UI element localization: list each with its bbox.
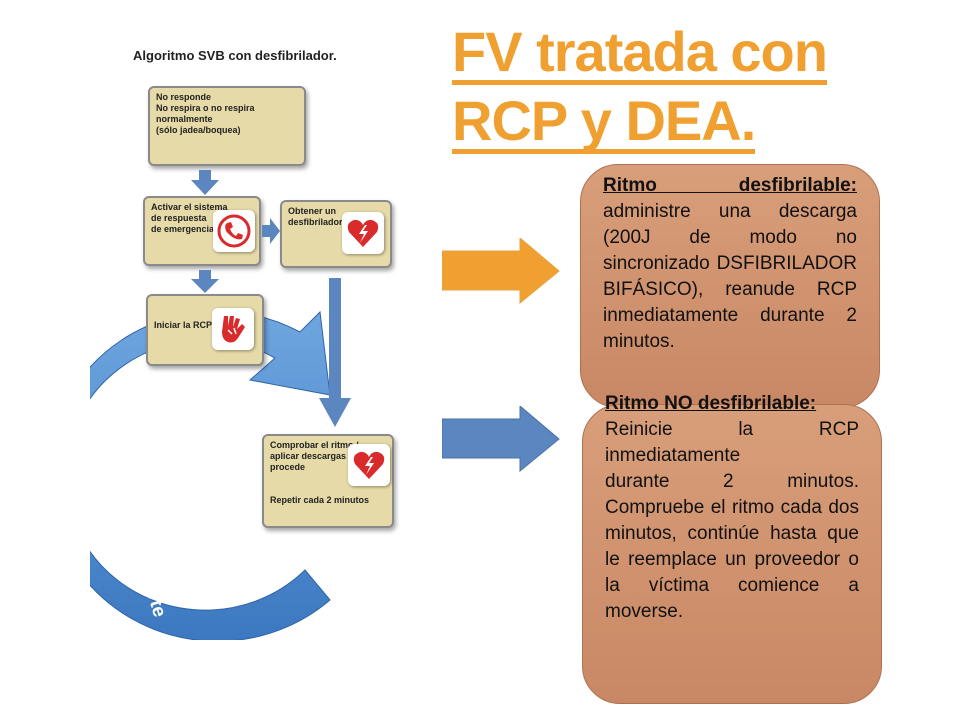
step-text: de respuesta bbox=[151, 213, 207, 223]
step-activar-sistema: Activar el sistema de respuesta de emerg… bbox=[143, 196, 261, 266]
arrow-to-shockable bbox=[442, 238, 560, 304]
panel-shockable-body: administre una descarga (200J de modo no… bbox=[603, 201, 857, 352]
title-line-1: FV tratada con bbox=[452, 20, 828, 85]
down-arrow-icon bbox=[191, 270, 219, 293]
step-text: de emergencias bbox=[151, 224, 220, 234]
hands-cpr-icon bbox=[212, 308, 254, 350]
right-arrow-icon bbox=[262, 218, 280, 244]
step-text: No responde bbox=[156, 92, 212, 102]
down-arrow-icon bbox=[191, 170, 219, 195]
panel-nonshockable-body-2: durante 2 minutos. Compruebe el ritmo ca… bbox=[605, 471, 859, 622]
heart-defibrillator-icon bbox=[342, 212, 384, 254]
step-text: Obtener un bbox=[288, 206, 337, 216]
panel-nonshockable-body-1: Reinicie la RCP inmediatamente bbox=[605, 419, 859, 466]
arrow-to-nonshockable bbox=[442, 406, 560, 472]
panel-nonshockable-heading: Ritmo NO desfibrilable: bbox=[605, 393, 817, 414]
heart-defibrillator-icon bbox=[348, 444, 390, 486]
step-no-responde: No responde No respira o no respira norm… bbox=[148, 86, 306, 166]
step-obtener-desfibrilador: Obtener un desfibrilador bbox=[280, 200, 392, 268]
step-comprobar-ritmo: Comprobar el ritmo / aplicar descargas s… bbox=[262, 434, 394, 528]
step-text: No respira o no respira normalmente bbox=[156, 103, 255, 124]
panel-nonshockable: Ritmo NO desfibrilable: Reinicie la RCP … bbox=[582, 393, 882, 704]
panel-shockable-heading: Ritmo desfibrilable: bbox=[603, 175, 857, 196]
step-text: (sólo jadea/boquea) bbox=[156, 125, 241, 135]
panel-shockable: Ritmo desfibrilable: administre una desc… bbox=[580, 164, 880, 408]
long-down-arrow-icon bbox=[319, 278, 351, 427]
title-line-2: RCP y DEA. bbox=[452, 89, 756, 154]
algorithm-heading: Algoritmo SVB con desfibrilador. bbox=[133, 48, 337, 63]
step-text: Comprobar el ritmo / bbox=[270, 440, 359, 450]
step-repeat-text: Repetir cada 2 minutos bbox=[270, 495, 370, 505]
step-text: desfibrilador bbox=[288, 217, 343, 227]
step-text: Iniciar la RCP bbox=[154, 320, 213, 330]
page-title: FV tratada con RCP y DEA. bbox=[452, 22, 872, 160]
step-text: Activar el sistema bbox=[151, 202, 228, 212]
phone-icon bbox=[213, 210, 255, 252]
step-text: aplicar descargas si bbox=[270, 451, 357, 461]
step-text: procede bbox=[270, 462, 306, 472]
step-iniciar-rcp: Iniciar la RCP bbox=[146, 294, 264, 366]
